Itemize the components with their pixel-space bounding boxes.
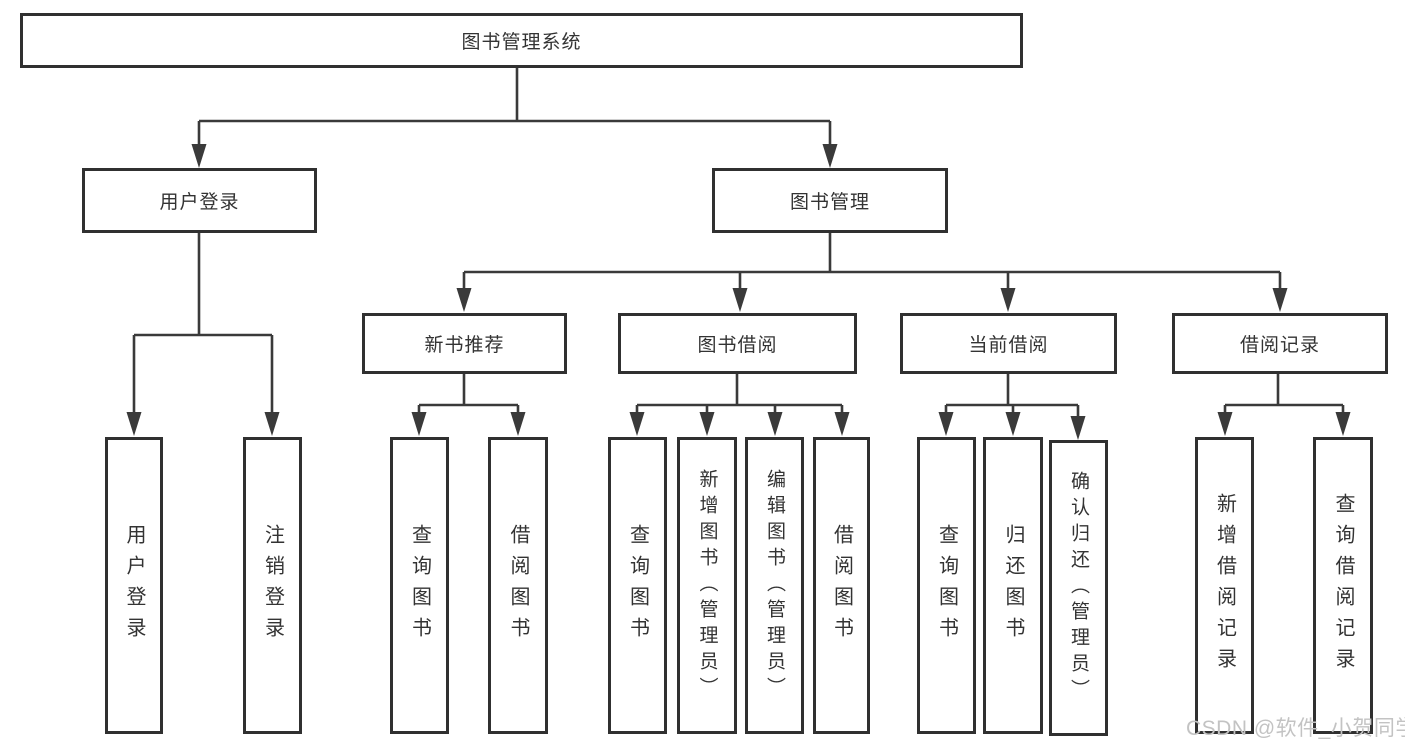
leaf-label: 查询图书 bbox=[935, 523, 958, 648]
leaf-edit-books-admin: 编辑图书（管理员） bbox=[745, 437, 804, 734]
node-borrowing-records: 借阅记录 bbox=[1172, 313, 1388, 374]
node-root-system: 图书管理系统 bbox=[20, 13, 1023, 68]
leaf-label: 查询图书 bbox=[626, 523, 649, 648]
arrowhead-icon bbox=[191, 144, 207, 168]
connector-records-branch bbox=[1217, 374, 1351, 436]
arrowhead-icon bbox=[822, 144, 838, 168]
node-book-management: 图书管理 bbox=[712, 168, 948, 233]
leaf-query-books-borrow: 查询图书 bbox=[608, 437, 667, 734]
arrowhead-icon bbox=[1070, 416, 1086, 440]
leaf-borrow-books: 借阅图书 bbox=[813, 437, 870, 734]
leaf-label: 查询借阅记录 bbox=[1332, 492, 1354, 679]
arrowhead-icon bbox=[411, 412, 427, 436]
leaf-label: 查询图书 bbox=[408, 523, 431, 648]
arrowhead-icon bbox=[732, 288, 748, 312]
leaf-label: 借阅图书 bbox=[507, 523, 529, 648]
leaf-label: 注销登录 bbox=[261, 523, 284, 648]
leaf-label: 新增图书（管理员） bbox=[696, 468, 718, 703]
arrowhead-icon bbox=[126, 412, 142, 436]
watermark-csdn: CSDN @软件_小贺同学 bbox=[1186, 717, 1405, 740]
leaf-label: 用户登录 bbox=[123, 523, 145, 648]
leaf-return-books: 归还图书 bbox=[983, 437, 1043, 734]
leaf-query-books-recommend: 查询图书 bbox=[390, 437, 449, 734]
arrowhead-icon bbox=[456, 288, 472, 312]
arrowhead-icon bbox=[1272, 288, 1288, 312]
leaf-label: 新增借阅记录 bbox=[1213, 492, 1236, 679]
leaf-add-books-admin: 新增图书（管理员） bbox=[677, 437, 737, 734]
leaf-query-books-current: 查询图书 bbox=[917, 437, 976, 734]
arrowhead-icon bbox=[1000, 288, 1016, 312]
leaf-confirm-return-admin: 确认归还（管理员） bbox=[1049, 440, 1108, 736]
connector-management-branch bbox=[456, 233, 1288, 312]
leaf-label: 编辑图书（管理员） bbox=[764, 468, 785, 703]
arrowhead-icon bbox=[1335, 412, 1351, 436]
connector-newbook-branch bbox=[411, 374, 526, 436]
node-new-book-recommend: 新书推荐 bbox=[362, 313, 567, 374]
arrowhead-icon bbox=[834, 412, 850, 436]
leaf-add-borrow-record: 新增借阅记录 bbox=[1195, 437, 1254, 734]
arrowhead-icon bbox=[1217, 412, 1233, 436]
arrowhead-icon bbox=[938, 412, 954, 436]
connector-current-branch bbox=[938, 374, 1086, 440]
arrowhead-icon bbox=[699, 412, 715, 436]
leaf-label: 借阅图书 bbox=[830, 523, 853, 648]
connector-root-to-level2 bbox=[191, 68, 838, 168]
connector-login-branch bbox=[126, 233, 280, 436]
arrowhead-icon bbox=[629, 412, 645, 436]
arrowhead-icon bbox=[1005, 412, 1021, 436]
node-current-borrowing: 当前借阅 bbox=[900, 313, 1117, 374]
arrowhead-icon bbox=[264, 412, 280, 436]
connector-bookborrow-branch bbox=[629, 374, 850, 436]
leaf-logout: 注销登录 bbox=[243, 437, 302, 734]
leaf-borrow-books-recommend: 借阅图书 bbox=[488, 437, 548, 734]
leaf-user-login: 用户登录 bbox=[105, 437, 163, 734]
node-book-borrowing: 图书借阅 bbox=[618, 313, 857, 374]
node-user-login: 用户登录 bbox=[82, 168, 317, 233]
leaf-label: 归还图书 bbox=[1002, 523, 1024, 648]
leaf-query-borrow-record: 查询借阅记录 bbox=[1313, 437, 1373, 734]
arrowhead-icon bbox=[510, 412, 526, 436]
leaf-label: 确认归还（管理员） bbox=[1068, 471, 1089, 705]
arrowhead-icon bbox=[767, 412, 783, 436]
